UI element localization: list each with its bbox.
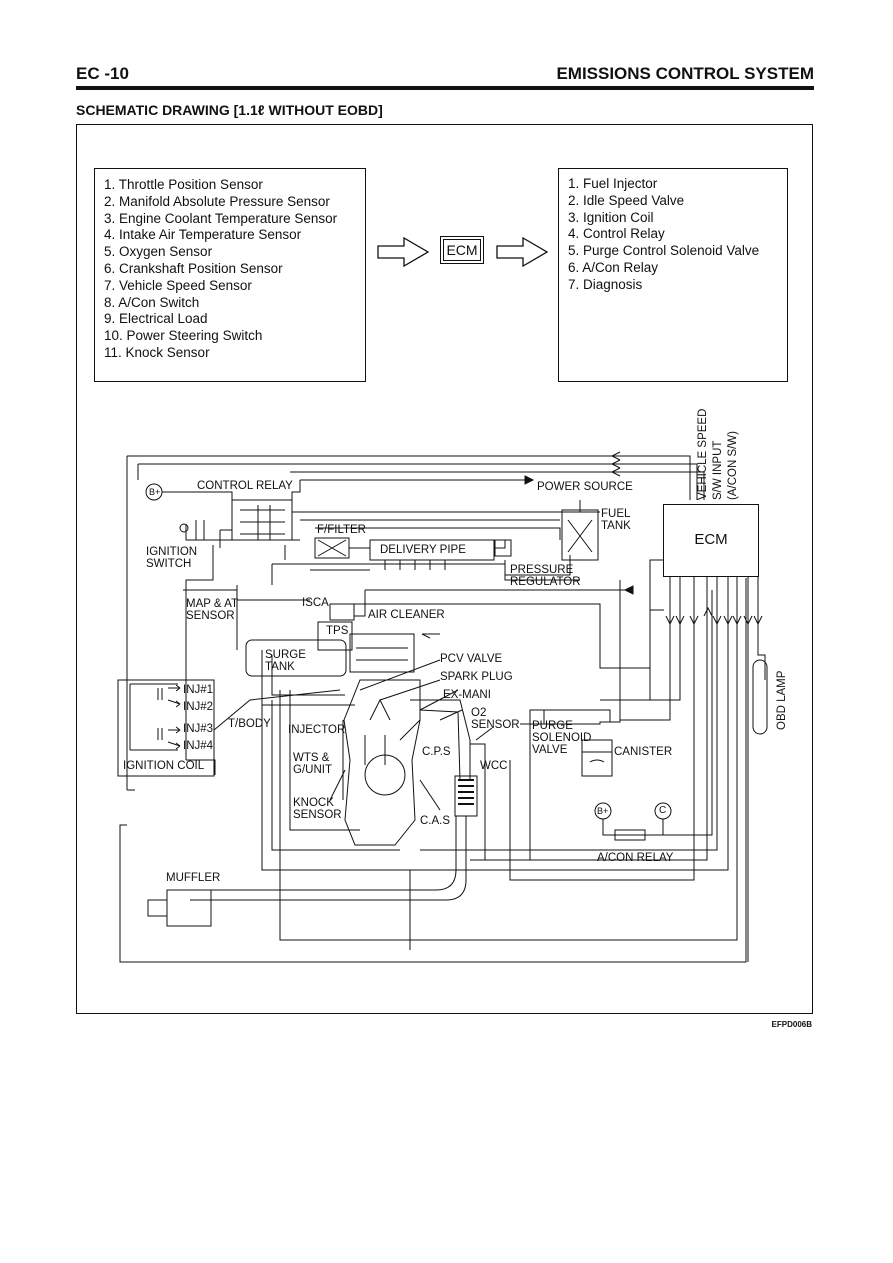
isca-label: ISCA xyxy=(302,597,329,609)
cps-label: C.P.S xyxy=(422,746,451,758)
ignition-coil-block xyxy=(117,679,215,777)
outputs-item: 2. Idle Speed Valve xyxy=(568,192,685,208)
inj2-label: INJ#2 xyxy=(183,701,214,713)
inj1-label: INJ#1 xyxy=(183,684,214,696)
cas-label: C.A.S xyxy=(420,815,451,827)
pressure-regulator xyxy=(494,539,512,557)
section-title: EMISSIONS CONTROL SYSTEM xyxy=(556,64,814,83)
outputs-item: 6. A/Con Relay xyxy=(568,259,659,275)
pressure-regulator-label: PRESSURE REGULATOR xyxy=(510,564,581,588)
inj4-label: INJ#4 xyxy=(183,740,214,752)
ignition-coil-label: IGNITION COIL xyxy=(123,760,205,772)
inputs-item: 10. Power Steering Switch xyxy=(104,328,263,344)
fuel-tank-label: FUEL TANK xyxy=(601,508,631,532)
inputs-item: 8. A/Con Switch xyxy=(104,294,200,310)
acon-sw-label: (A/CON S/W) xyxy=(727,431,739,500)
pcv-valve-label: PCV VALVE xyxy=(440,653,503,665)
o2-sensor-label: O2 SENSOR xyxy=(471,707,520,731)
diagram-frame xyxy=(76,124,813,1014)
inputs-item: 7. Vehicle Speed Sensor xyxy=(104,277,252,293)
ecm-small-box: ECM xyxy=(440,236,484,264)
acon-relay-label: A/CON RELAY xyxy=(597,852,674,864)
inj3-label: INJ#3 xyxy=(183,723,214,735)
acon-c-label: C xyxy=(659,805,667,816)
obd-lamp-label: OBD LAMP xyxy=(776,670,788,730)
outputs-item: 5. Purge Control Solenoid Valve xyxy=(568,243,760,259)
fuel-filter-label: F/FILTER xyxy=(317,524,366,536)
ecm-module: ECM xyxy=(663,504,759,577)
surge-tank-label: SURGE TANK xyxy=(265,649,306,673)
header-rule xyxy=(76,86,814,90)
vehicle-speed-label: VEHICLE SPEED xyxy=(697,408,709,500)
tps-sensor xyxy=(317,621,353,651)
control-relay-label: CONTROL RELAY xyxy=(197,480,293,492)
inputs-item: 5. Oxygen Sensor xyxy=(104,244,213,260)
muffler xyxy=(166,889,212,927)
wts-gunit-label: WTS & G/UNIT xyxy=(293,752,332,776)
ignition-switch-symbol xyxy=(179,520,220,541)
muffler-label: MUFFLER xyxy=(166,872,221,884)
drawing-title: SCHEMATIC DRAWING [1.1ℓ WITHOUT EOBD] xyxy=(76,102,383,118)
outputs-item: 4. Control Relay xyxy=(568,226,665,242)
inputs-item: 2. Manifold Absolute Pressure Sensor xyxy=(104,193,330,209)
ex-mani-label: EX-MANI xyxy=(443,689,491,701)
outputs-item: 7. Diagnosis xyxy=(568,276,643,292)
ignition-switch-label: IGNITION SWITCH xyxy=(146,546,198,570)
harness-line-3 xyxy=(290,471,705,500)
inputs-item: 11. Knock Sensor xyxy=(104,344,210,360)
sw-input-label: S/W INPUT xyxy=(712,440,724,500)
outputs-item: 3. Ignition Coil xyxy=(568,209,654,225)
obd-lamp-symbol xyxy=(752,659,768,735)
outputs-item: 1. Fuel Injector xyxy=(568,176,658,191)
isca-valve xyxy=(329,603,355,621)
inputs-item: 3. Engine Coolant Temperature Sensor xyxy=(104,210,338,226)
signal-arrows xyxy=(610,451,621,477)
canister xyxy=(581,739,613,777)
injector-label: INJECTOR xyxy=(288,724,346,736)
battery-plus-label-2: B+ xyxy=(597,806,609,816)
throttle-body-label: T/BODY xyxy=(228,718,271,730)
tps-label: TPS xyxy=(326,625,349,637)
outer-harness xyxy=(119,455,747,963)
inputs-item: 4. Intake Air Temperature Sensor xyxy=(104,227,302,243)
inputs-item: 9. Electrical Load xyxy=(104,311,208,327)
figure-code: EFPD006B xyxy=(771,1020,812,1029)
output-arrow xyxy=(496,236,549,268)
purge-solenoid-valve-label: PURGE SOLENOID VALVE xyxy=(532,720,592,756)
knock-sensor-label: KNOCK SENSOR xyxy=(293,797,342,821)
delivery-pipe xyxy=(369,539,495,561)
map-at-sensor-label: MAP & AT SENSOR xyxy=(186,598,238,622)
engine-block xyxy=(343,679,421,846)
wcc-label: WCC xyxy=(480,760,508,772)
wcc-converter xyxy=(454,775,478,817)
battery-plus-label: B+ xyxy=(149,487,161,497)
inputs-item: 1. Throttle Position Sensor xyxy=(104,177,263,192)
air-cleaner-label: AIR CLEANER xyxy=(368,609,445,621)
power-source-label: POWER SOURCE xyxy=(537,481,633,493)
air-cleaner xyxy=(349,633,415,673)
spark-plug-label: SPARK PLUG xyxy=(440,671,513,683)
power-source-arrow xyxy=(524,475,535,485)
input-arrow xyxy=(377,236,430,268)
page-number: EC -10 xyxy=(76,64,129,83)
harness-line-2 xyxy=(137,463,698,500)
canister-label: CANISTER xyxy=(614,746,673,758)
fuel-tank xyxy=(561,509,599,561)
delivery-pipe-label: DELIVERY PIPE xyxy=(380,544,466,556)
inputs-item: 6. Crankshaft Position Sensor xyxy=(104,260,283,276)
surge-tank xyxy=(245,639,347,677)
